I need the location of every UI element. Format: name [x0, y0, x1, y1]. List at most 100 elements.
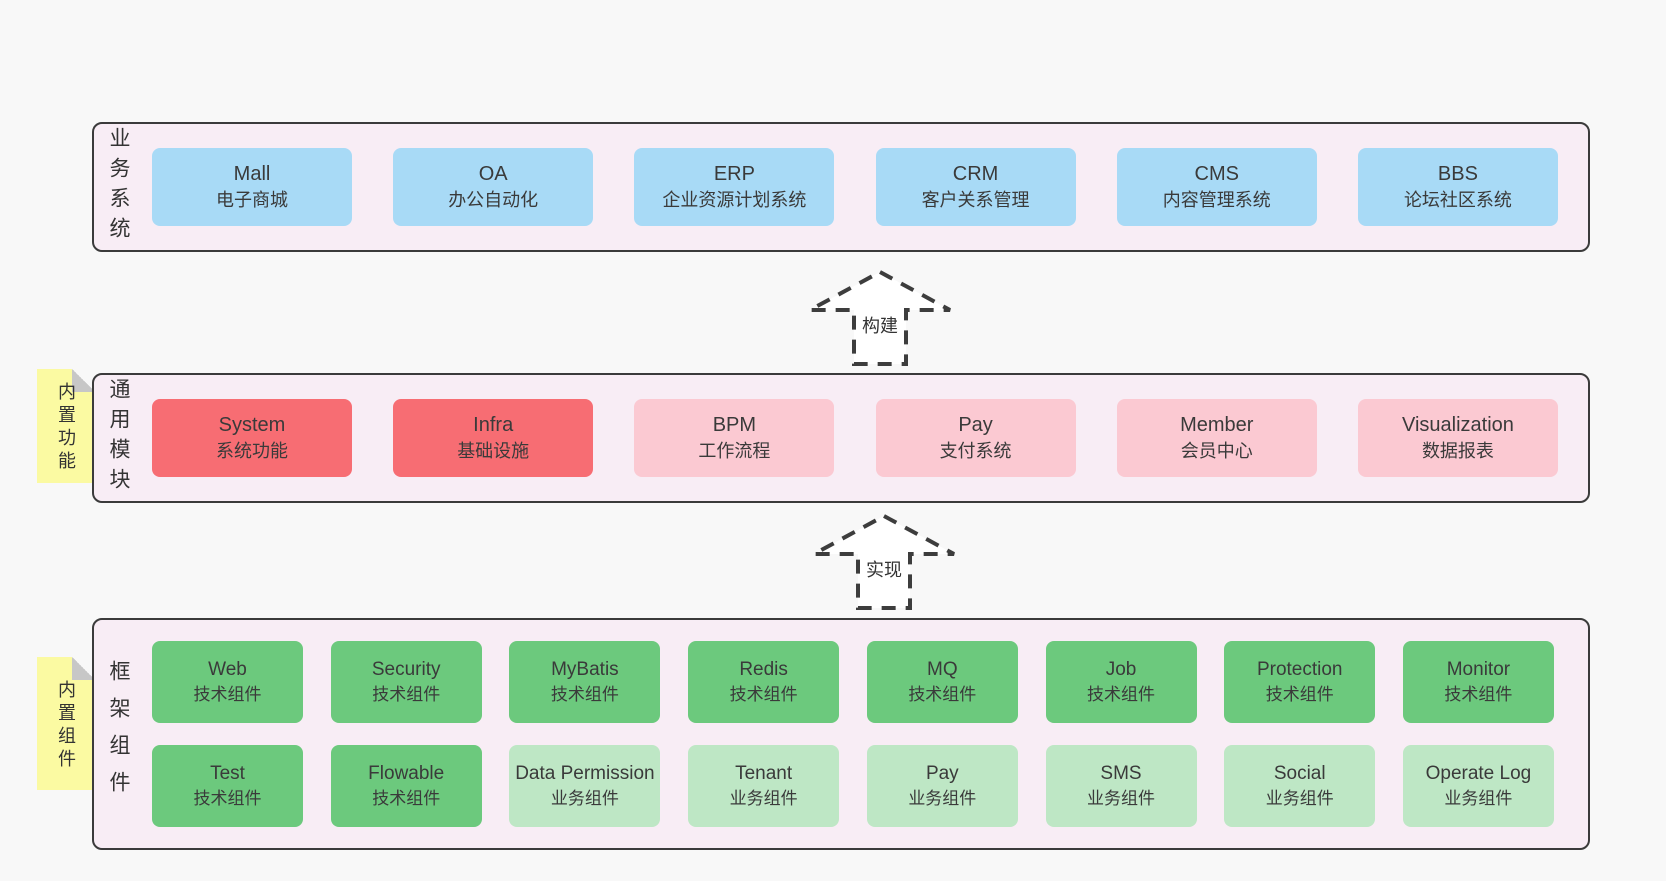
- box-title: CRM: [952, 162, 999, 185]
- box-subtitle: 技术组件: [1444, 685, 1513, 705]
- box-title: Data Permission: [515, 763, 655, 785]
- box-subtitle: 论坛社区系统: [1403, 190, 1512, 211]
- box-subtitle: 业务组件: [729, 789, 798, 809]
- box-title: System: [218, 413, 286, 436]
- box-infra: Infra 基础设施: [393, 399, 594, 477]
- box-title: Redis: [739, 659, 788, 681]
- box-subtitle: 内容管理系统: [1162, 190, 1271, 211]
- box-subtitle: 系统功能: [216, 441, 288, 462]
- box-subtitle: 企业资源计划系统: [662, 190, 807, 211]
- layer-business-systems: 业务系统 Mall 电子商城 OA 办公自动化 ERP 企业资源计划系统 CRM…: [92, 122, 1590, 252]
- box-mq: MQ 技术组件: [866, 641, 1018, 723]
- box-subtitle: 技术组件: [908, 685, 977, 705]
- box-subtitle: 技术组件: [372, 685, 441, 705]
- sticky-note-builtin-components: 内置组件: [37, 657, 95, 790]
- box-crm: CRM 客户关系管理: [875, 148, 1076, 226]
- box-subtitle: 技术组件: [1087, 685, 1156, 705]
- box-subtitle: 电子商城: [216, 190, 288, 211]
- box-title: Mall: [233, 162, 271, 185]
- box-cms: CMS 内容管理系统: [1116, 148, 1317, 226]
- box-oa: OA 办公自动化: [393, 148, 594, 226]
- box-data-permission: Data Permission 业务组件: [509, 745, 661, 827]
- box-title: Infra: [473, 413, 514, 436]
- layer-label-business-systems: 业务系统: [107, 127, 130, 247]
- folded-corner-icon: [72, 657, 95, 680]
- component-row-1: Web 技术组件 Security 技术组件 MyBatis 技术组件 Redi…: [152, 641, 1554, 723]
- box-mybatis: MyBatis 技术组件: [509, 641, 661, 723]
- box-title: SMS: [1100, 763, 1142, 785]
- box-social: Social 业务组件: [1224, 745, 1376, 827]
- box-subtitle: 工作流程: [698, 441, 771, 462]
- box-subtitle: 支付系统: [939, 441, 1012, 462]
- box-title: CMS: [1194, 162, 1239, 185]
- box-subtitle: 业务组件: [550, 789, 619, 809]
- module-boxes-row: System 系统功能 Infra 基础设施 BPM 工作流程 Pay 支付系统…: [142, 375, 1588, 501]
- sticky-note-label: 内置组件: [56, 679, 76, 772]
- dashed-up-arrow-implement: 实现: [810, 512, 958, 612]
- box-web: Web 技术组件: [152, 641, 303, 723]
- dashed-up-arrow-build: 构建: [806, 268, 954, 368]
- box-visualization: Visualization 数据报表: [1357, 399, 1558, 477]
- box-subtitle: 会员中心: [1180, 441, 1253, 462]
- box-subtitle: 业务组件: [1444, 789, 1513, 809]
- layer-label-common-modules: 通用模块: [107, 378, 130, 498]
- box-title: Web: [208, 659, 247, 681]
- box-title: ERP: [713, 162, 755, 185]
- box-title: Security: [371, 659, 441, 681]
- box-title: BPM: [712, 413, 757, 436]
- component-row-2: Test 技术组件 Flowable 技术组件 Data Permission …: [152, 745, 1554, 827]
- box-tenant: Tenant 业务组件: [688, 745, 840, 827]
- box-title: Job: [1105, 659, 1137, 681]
- box-pay-system: Pay 支付系统: [875, 399, 1076, 477]
- box-subtitle: 业务组件: [1265, 789, 1334, 809]
- box-bbs: BBS 论坛社区系统: [1357, 148, 1558, 226]
- box-erp: ERP 企业资源计划系统: [634, 148, 835, 226]
- box-title: Test: [210, 763, 245, 785]
- box-test: Test 技术组件: [152, 745, 303, 827]
- box-title: Pay: [958, 413, 993, 436]
- box-security: Security 技术组件: [330, 641, 482, 723]
- box-title: Member: [1180, 413, 1254, 436]
- sticky-note-builtin-features: 内置功能: [37, 369, 95, 483]
- box-title: Pay: [925, 763, 959, 785]
- box-subtitle: 基础设施: [457, 441, 530, 462]
- box-title: BBS: [1437, 162, 1478, 185]
- box-subtitle: 技术组件: [193, 789, 262, 809]
- box-subtitle: 业务组件: [908, 789, 977, 809]
- box-flowable: Flowable 技术组件: [330, 745, 482, 827]
- arrow-label-implement: 实现: [863, 556, 905, 582]
- box-subtitle: 技术组件: [550, 685, 619, 705]
- box-job: Job 技术组件: [1045, 641, 1197, 723]
- folded-corner-icon: [72, 369, 95, 392]
- box-subtitle: 技术组件: [372, 789, 441, 809]
- box-monitor: Monitor 技术组件: [1402, 641, 1554, 723]
- business-boxes-row: Mall 电子商城 OA 办公自动化 ERP 企业资源计划系统 CRM 客户关系…: [142, 124, 1588, 250]
- layer-framework-components: 框架组件 Web 技术组件 Security 技术组件 MyBatis 技术组件…: [92, 618, 1590, 850]
- box-mall: Mall 电子商城: [152, 148, 352, 226]
- box-title: Operate Log: [1425, 763, 1532, 785]
- box-title: MyBatis: [551, 659, 619, 681]
- box-operate-log: Operate Log 业务组件: [1402, 745, 1554, 827]
- box-title: Social: [1273, 763, 1326, 785]
- box-title: MQ: [927, 659, 958, 681]
- box-title: Monitor: [1446, 659, 1511, 681]
- box-title: Tenant: [735, 763, 793, 785]
- box-protection: Protection 技术组件: [1224, 641, 1376, 723]
- box-system: System 系统功能: [152, 399, 352, 477]
- box-title: Protection: [1256, 659, 1343, 681]
- box-subtitle: 业务组件: [1087, 789, 1156, 809]
- box-subtitle: 数据报表: [1421, 441, 1494, 462]
- box-subtitle: 技术组件: [193, 685, 262, 705]
- component-rows: Web 技术组件 Security 技术组件 MyBatis 技术组件 Redi…: [142, 620, 1588, 848]
- layer-common-modules: 通用模块 System 系统功能 Infra 基础设施 BPM 工作流程 Pay…: [92, 373, 1590, 503]
- box-title: Flowable: [368, 763, 445, 785]
- arrow-label-build: 构建: [859, 312, 901, 338]
- box-pay-component: Pay 业务组件: [866, 745, 1018, 827]
- layer-label-framework-components: 框架组件: [107, 660, 130, 808]
- box-subtitle: 技术组件: [729, 685, 798, 705]
- box-title: Visualization: [1401, 413, 1514, 436]
- box-member: Member 会员中心: [1116, 399, 1317, 477]
- box-subtitle: 办公自动化: [448, 190, 539, 211]
- box-subtitle: 技术组件: [1265, 685, 1334, 705]
